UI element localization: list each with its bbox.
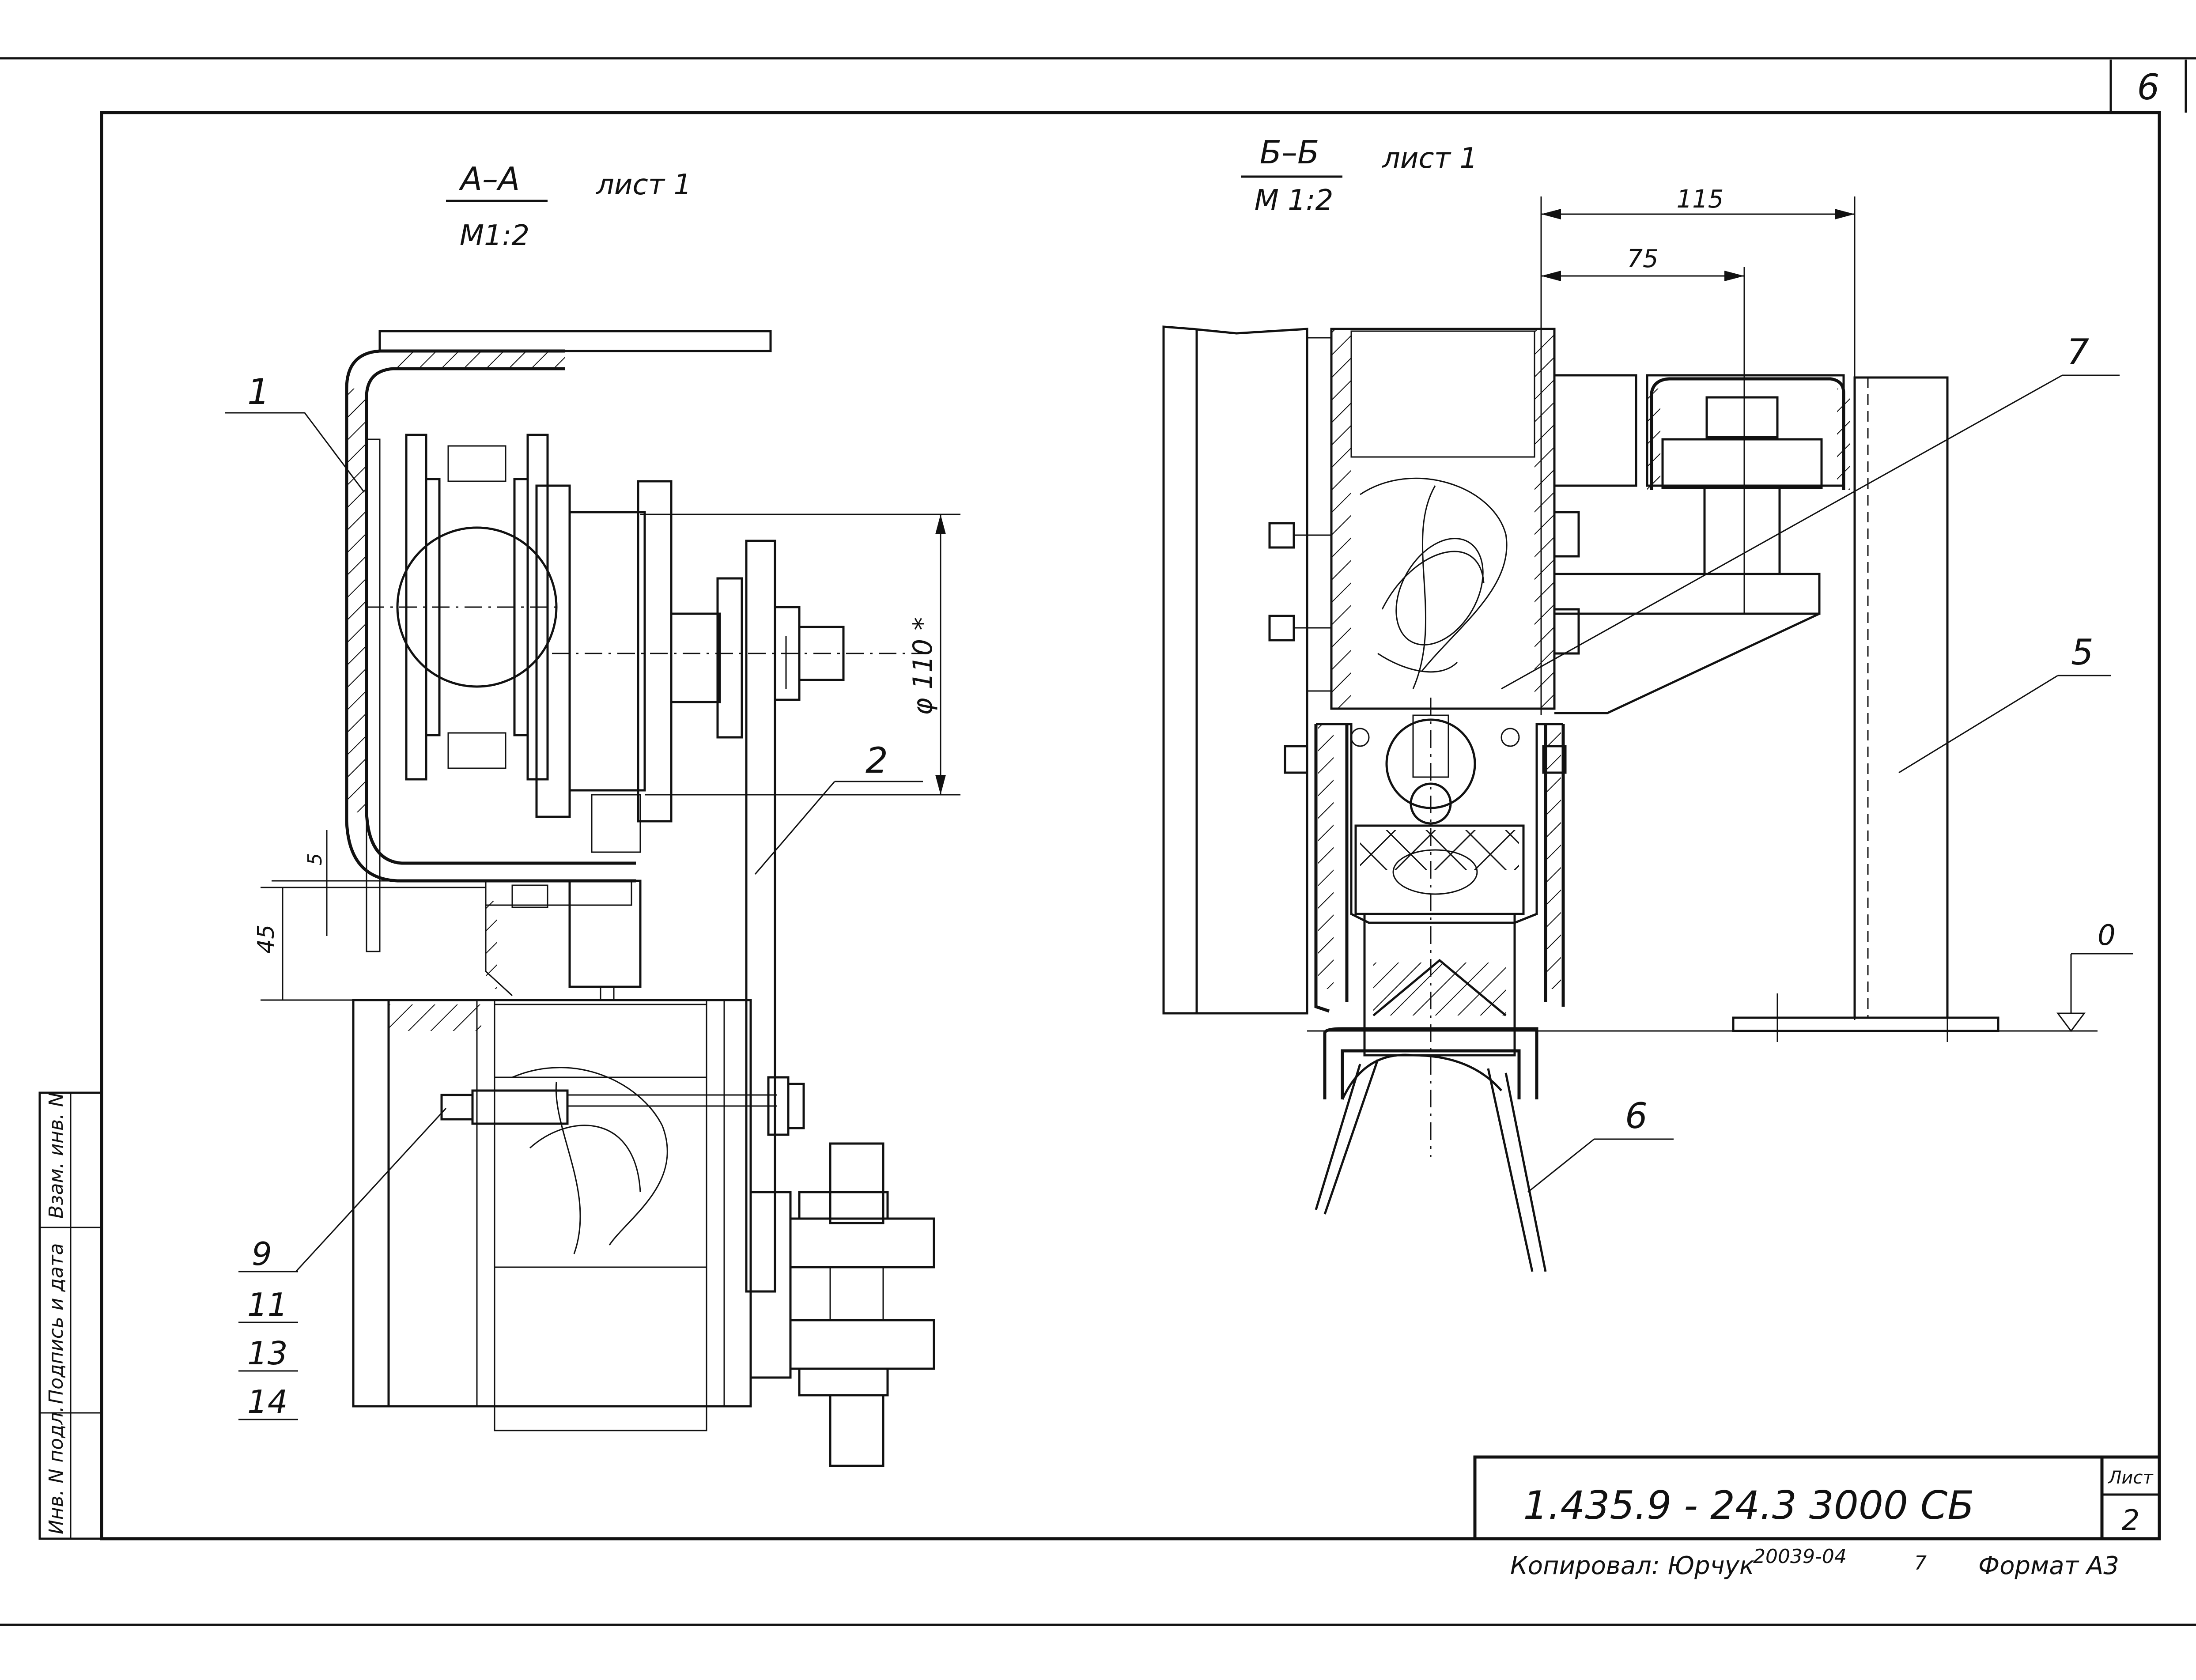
callout-11: 11 bbox=[247, 1286, 288, 1323]
callout-14: 14 bbox=[247, 1383, 288, 1420]
callout-5: 5 bbox=[2071, 632, 2094, 673]
level-zero: 0 bbox=[2098, 919, 2116, 952]
footer: Копировал: Юрчук 20039-04 7 Формат А3 bbox=[1510, 1545, 2119, 1580]
dim-75: 75 bbox=[1627, 245, 1658, 273]
stamp-signature-date: Подпись и дата bbox=[45, 1243, 68, 1404]
view-aa-sheet-ref: лист 1 bbox=[595, 169, 692, 201]
dim-diameter-110: φ 110 * bbox=[907, 617, 938, 715]
view-aa-title: А–А лист 1 М1:2 bbox=[446, 160, 692, 252]
footer-code: 20039-04 bbox=[1753, 1545, 1847, 1568]
view-aa-drawing: φ 110 * 5 45 1 2 9 11 13 14 bbox=[225, 330, 960, 1467]
sheet-number-box: 6 bbox=[2109, 60, 2187, 113]
view-bb-label: Б–Б bbox=[1260, 134, 1319, 171]
view-aa-scale: М1:2 bbox=[460, 219, 529, 252]
callout-2: 2 bbox=[866, 740, 888, 781]
side-stamp: Взам. инв. N Подпись и дата Инв. N подл. bbox=[38, 1091, 103, 1540]
dim-115: 115 bbox=[1677, 185, 1724, 214]
view-bb-sheet-ref: лист 1 bbox=[1381, 142, 1478, 175]
list-label: Лист bbox=[2107, 1468, 2154, 1488]
drawing-designation: 1.435.9 - 24.3 3000 СБ bbox=[1523, 1483, 1974, 1528]
view-bb-drawing: 115 75 bbox=[1162, 185, 2133, 1272]
view-bb-scale: М 1:2 bbox=[1255, 184, 1334, 217]
footer-num: 7 bbox=[1914, 1552, 1927, 1574]
dim-45: 45 bbox=[253, 925, 280, 954]
callout-6: 6 bbox=[1625, 1095, 1648, 1136]
view-bb-title: Б–Б лист 1 М 1:2 bbox=[1241, 134, 1478, 217]
stamp-replacement-inv: Взам. инв. N bbox=[45, 1092, 68, 1219]
drawing-frame bbox=[100, 111, 2161, 1540]
view-aa-label: А–А bbox=[459, 160, 520, 197]
sheet-number: 6 bbox=[2137, 67, 2160, 108]
callout-9: 9 bbox=[252, 1235, 272, 1272]
stamp-original-inv: Инв. N подл. bbox=[45, 1406, 68, 1534]
footer-copied-by: Копировал: Юрчук bbox=[1510, 1552, 1754, 1580]
dim-5: 5 bbox=[304, 853, 326, 865]
callout-13: 13 bbox=[247, 1335, 288, 1372]
list-number: 2 bbox=[2122, 1504, 2140, 1537]
title-block: 1.435.9 - 24.3 3000 СБ Лист 2 bbox=[1473, 1455, 2161, 1540]
footer-format: Формат А3 bbox=[1978, 1552, 2119, 1580]
callout-1: 1 bbox=[247, 371, 270, 412]
callout-7: 7 bbox=[2067, 332, 2089, 373]
